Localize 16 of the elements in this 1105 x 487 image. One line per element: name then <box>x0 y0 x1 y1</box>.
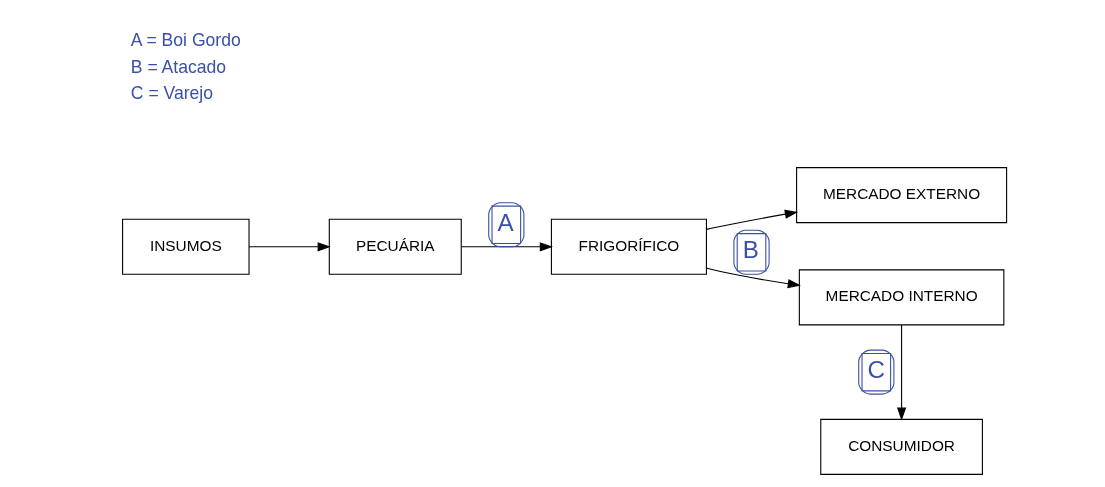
edge-label: C <box>867 356 885 384</box>
label: C = Varejo <box>130 83 214 104</box>
node-box: MERCADO INTERNO <box>798 269 1005 326</box>
node-box: MERCADO EXTERNO <box>796 167 1008 224</box>
arrow <box>706 209 799 230</box>
label: A = Boi Gordo <box>130 30 241 51</box>
node-box: PECUÁRIA <box>328 218 462 275</box>
edge-label: B <box>742 236 759 264</box>
node-box: INSUMOS <box>122 218 250 275</box>
node-box: CONSUMIDOR <box>820 418 983 475</box>
arrow <box>248 242 331 252</box>
label: B = Atacado <box>130 56 227 77</box>
node-box: FRIGORÍFICO <box>550 218 707 275</box>
edge-label: A <box>497 208 514 236</box>
arrow <box>706 267 801 289</box>
arrow <box>896 324 907 421</box>
